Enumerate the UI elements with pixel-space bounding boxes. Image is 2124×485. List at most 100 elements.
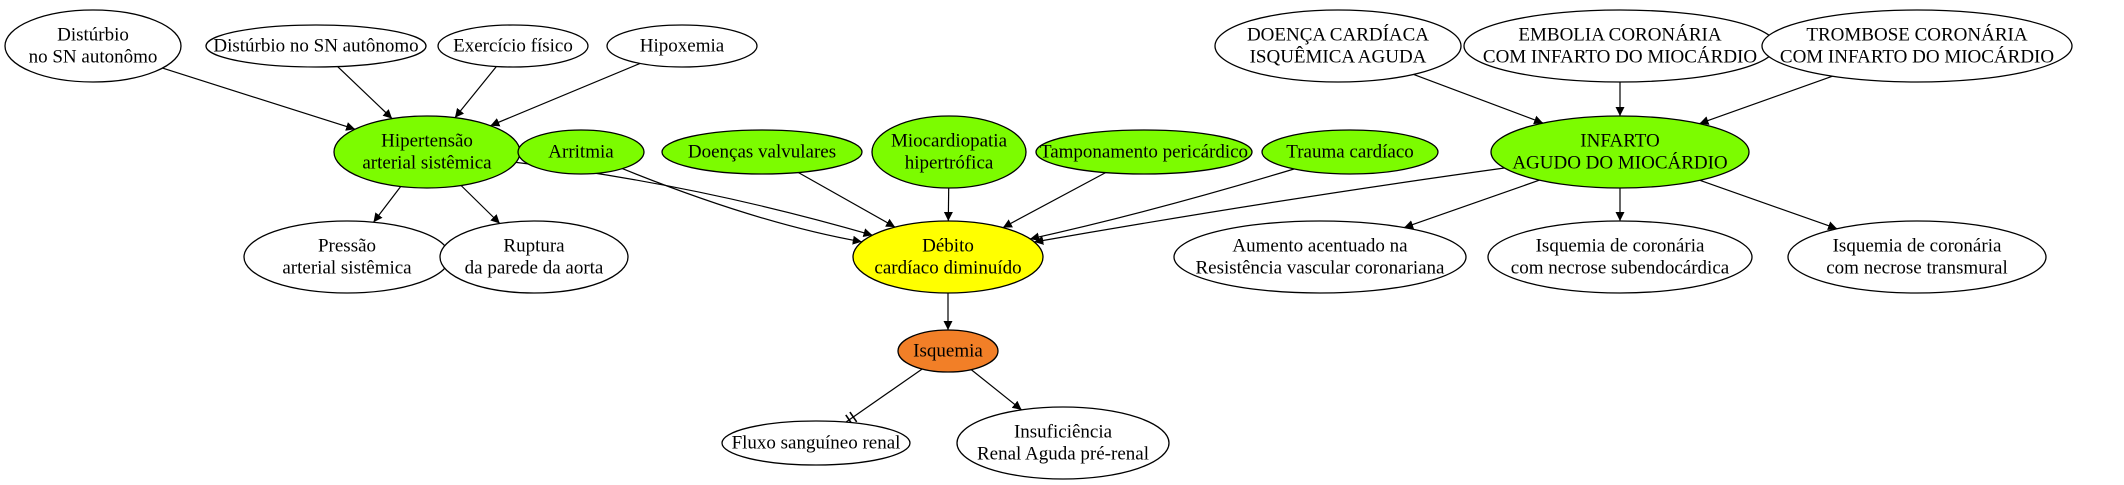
node-label-trombose-1: COM INFARTO DO MIOCÁRDIO	[1780, 46, 2054, 68]
node-label-miocardiopatia-1: hipertrófica	[905, 153, 994, 174]
node-label-fluxo-0: Fluxo sanguíneo renal	[732, 433, 901, 454]
node-label-embolia-0: EMBOLIA CORONÁRIA	[1518, 24, 1721, 46]
node-ellipse-fluxo	[721, 420, 911, 466]
node-label-isquemia-0: Isquemia	[913, 341, 983, 362]
node-label-debito-0: Débito	[922, 236, 974, 257]
node-ellipse-disturbio-sn-autonomo-a	[4, 9, 182, 83]
node-label-aumento-0: Aumento acentuado na	[1232, 236, 1408, 257]
node-label-tamponamento-0: Tamponamento pericárdico	[1040, 142, 1248, 163]
node-label-hipertensao-1: arterial sistêmica	[362, 153, 492, 174]
node-label-infarto-1: AGUDO DO MIOCÁRDIO	[1512, 152, 1727, 174]
edge-infarto-to-isquemia-transmural	[1699, 179, 1838, 230]
node-ellipse-debito	[852, 220, 1044, 294]
node-doencas-valvulares: Doenças valvulares	[661, 129, 863, 175]
node-tamponamento: Tamponamento pericárdico	[1035, 129, 1253, 175]
node-ellipse-insuficiencia	[956, 406, 1170, 480]
edge-exercicio-fisico-to-hipertensao	[454, 66, 497, 119]
node-label-disturbio-sn-autonomo-a-0: Distúrbio	[57, 25, 129, 46]
node-ellipse-doenca-cardiaca	[1214, 9, 1462, 83]
edge-isquemia-to-fluxo	[845, 368, 923, 423]
node-ellipse-isquemia-transmural	[1787, 220, 2047, 294]
node-label-ruptura-0: Ruptura	[503, 236, 565, 257]
node-hipoxemia: Hipoxemia	[606, 24, 758, 68]
edge-isquemia-to-insuficiencia	[970, 369, 1022, 411]
node-ellipse-ruptura	[439, 220, 629, 294]
node-label-pressao-0: Pressão	[318, 236, 376, 257]
edge-hipoxemia-to-hipertensao	[490, 62, 641, 127]
edge-hipertensao-to-ruptura	[460, 185, 501, 224]
node-label-ruptura-1: da parede da aorta	[465, 258, 604, 279]
node-fluxo: Fluxo sanguíneo renal	[721, 420, 911, 466]
node-exercicio-fisico: Exercício físico	[437, 24, 589, 68]
node-ellipse-miocardiopatia	[871, 115, 1027, 189]
node-label-isquemia-transmural-1: com necrose transmural	[1826, 258, 2007, 279]
node-label-isquemia-subendocardica-1: com necrose subendocárdica	[1511, 258, 1730, 279]
edge-trauma-to-debito	[1029, 168, 1295, 242]
node-ellipse-hipoxemia	[606, 24, 758, 68]
node-ellipse-doencas-valvulares	[661, 129, 863, 175]
edge-infarto-to-aumento	[1403, 179, 1540, 229]
node-label-arritmia-0: Arritmia	[548, 142, 614, 163]
edge-disturbio-sn-autonomo-a-to-hipertensao	[162, 67, 356, 131]
node-label-miocardiopatia-0: Miocardiopatia	[891, 131, 1008, 152]
node-label-hipertensao-0: Hipertensão	[381, 131, 473, 152]
node-isquemia: Isquemia	[897, 329, 999, 373]
tee-tick-fluxo-1	[849, 411, 858, 423]
edge-hipertensao-to-pressao	[373, 186, 402, 223]
node-disturbio-sn-autonomo-b: Distúrbio no SN autônomo	[205, 24, 427, 68]
edge-doencas-valvulares-to-debito	[798, 171, 896, 228]
edge-doenca-cardiaca-to-infarto	[1413, 73, 1544, 125]
node-label-doenca-cardiaca-0: DOENÇA CARDÍACA	[1247, 24, 1429, 46]
node-arritmia: Arritmia	[517, 129, 645, 175]
node-label-infarto-0: INFARTO	[1580, 131, 1659, 152]
node-ellipse-exercicio-fisico	[437, 24, 589, 68]
edge-infarto-to-debito	[1034, 167, 1505, 245]
node-label-isquemia-transmural-0: Isquemia de coronária	[1833, 236, 2002, 257]
node-label-disturbio-sn-autonomo-b-0: Distúrbio no SN autônomo	[213, 36, 418, 57]
edges-layer	[162, 62, 1838, 426]
node-ellipse-trauma	[1261, 129, 1439, 175]
node-ellipse-trombose	[1761, 9, 2073, 83]
edge-arritmia-to-debito	[622, 168, 862, 245]
node-ellipse-tamponamento	[1035, 129, 1253, 175]
node-label-isquemia-subendocardica-0: Isquemia de coronária	[1536, 236, 1705, 257]
node-ellipse-arritmia	[517, 129, 645, 175]
node-label-pressao-1: arterial sistêmica	[282, 258, 412, 279]
node-label-trauma-0: Trauma cardíaco	[1286, 142, 1414, 163]
node-label-exercicio-fisico-0: Exercício físico	[453, 36, 573, 57]
node-label-aumento-1: Resistência vascular coronariana	[1196, 258, 1446, 279]
node-label-doenca-cardiaca-1: ISQUÊMICA AGUDA	[1250, 46, 1427, 68]
node-ellipse-aumento	[1173, 220, 1467, 294]
node-label-insuficiencia-0: Insuficiência	[1014, 422, 1113, 443]
node-label-doencas-valvulares-0: Doenças valvulares	[688, 142, 836, 163]
node-label-insuficiencia-1: Renal Aguda pré-renal	[977, 444, 1149, 465]
node-label-hipoxemia-0: Hipoxemia	[640, 36, 725, 57]
edge-trombose-to-infarto	[1699, 75, 1833, 125]
edge-disturbio-sn-autonomo-b-to-hipertensao	[337, 66, 393, 120]
edge-tamponamento-to-debito	[1002, 172, 1106, 229]
node-ellipse-infarto	[1490, 115, 1750, 189]
node-ellipse-disturbio-sn-autonomo-b	[205, 24, 427, 68]
node-label-embolia-1: COM INFARTO DO MIOCÁRDIO	[1483, 46, 1757, 68]
node-trauma: Trauma cardíaco	[1261, 129, 1439, 175]
node-label-debito-1: cardíaco diminuído	[874, 258, 1021, 279]
node-ellipse-isquemia-subendocardica	[1487, 220, 1753, 294]
node-ellipse-isquemia	[897, 329, 999, 373]
node-label-disturbio-sn-autonomo-a-1: no SN autonômo	[29, 47, 158, 68]
node-label-trombose-0: TROMBOSE CORONÁRIA	[1806, 24, 2027, 46]
